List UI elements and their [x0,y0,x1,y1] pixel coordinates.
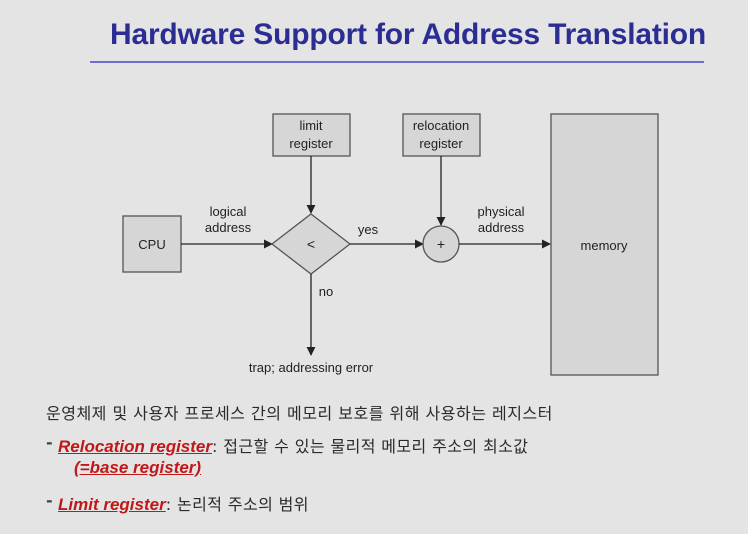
limit-register-label-line2: register [289,136,333,151]
limit-register-note: - Limit register: 논리적 주소의 범위 [46,491,746,515]
memory-label: memory [581,238,628,253]
relocation-register-note: - Relocation register: 접근할 수 있는 물리적 메모리 … [46,433,746,478]
yes-label: yes [358,222,379,237]
bullet-dash: - [46,433,53,452]
plus-symbol: + [437,236,445,252]
physical-address-label-line1: physical [478,204,525,219]
logical-address-label-line2: address [205,220,252,235]
memory-box [550,113,659,376]
notes: 운영체제 및 사용자 프로세스 간의 메모리 보호를 위해 사용하는 레지스터 … [46,400,746,515]
relocation-register-label-line1: relocation [413,118,469,133]
relocation-register-label-line2: register [419,136,463,151]
limit-register-description: : 논리적 주소의 범위 [165,495,309,514]
logical-address-label-line1: logical [210,204,247,219]
compare-symbol: < [307,236,315,252]
trap-label: trap; addressing error [249,360,374,375]
relocation-register-box [402,113,481,157]
physical-address-label-line2: address [478,220,525,235]
relocation-register-term: Relocation register [58,437,212,456]
limit-register-label-line1: limit [299,118,322,133]
bullet-dash: - [46,491,53,510]
title-underline [90,61,704,63]
cpu-label: CPU [138,237,165,252]
limit-register-box [272,113,351,157]
slide-title: Hardware Support for Address Translation [110,18,706,51]
relocation-register-description: : 접근할 수 있는 물리적 메모리 주소의 최소값 [212,437,529,456]
limit-register-term: Limit register [58,495,166,514]
no-label: no [319,284,333,299]
notes-intro: 운영체제 및 사용자 프로세스 간의 메모리 보호를 위해 사용하는 레지스터 [46,404,553,423]
base-register-alias: (=base register) [74,458,202,477]
cpu-box [122,215,182,273]
